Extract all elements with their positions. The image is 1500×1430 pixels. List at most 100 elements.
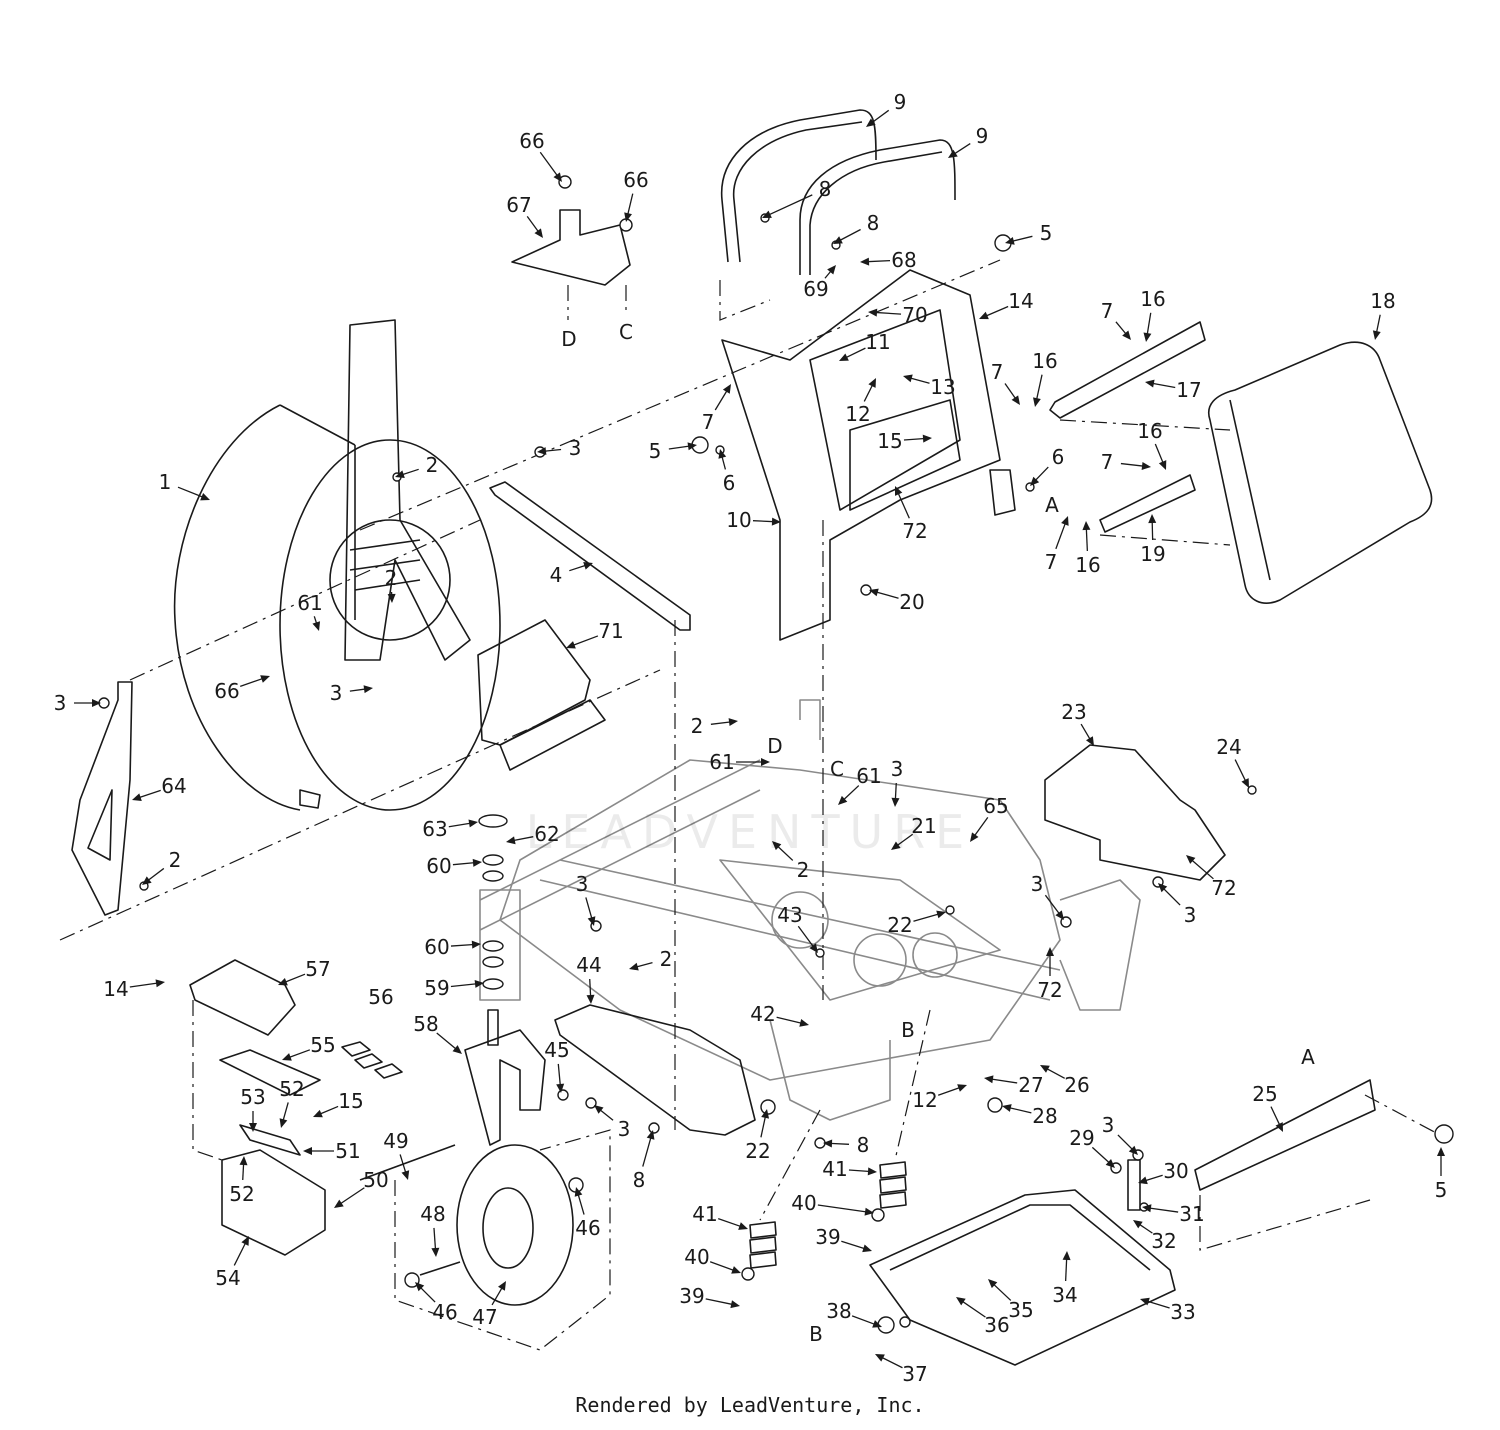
- callout-arrowhead: [866, 118, 876, 127]
- brace-plate: [71, 681, 133, 916]
- callout-number: 30: [1163, 1159, 1188, 1183]
- callout-leader: [721, 455, 727, 470]
- callout-arrowhead: [1141, 462, 1151, 470]
- callout-arrowhead: [762, 210, 772, 218]
- callout-number: 16: [1075, 553, 1100, 577]
- callout-arrowhead: [241, 1236, 249, 1246]
- callout-number: 25: [1252, 1082, 1277, 1106]
- callout-arrowhead: [1005, 236, 1015, 245]
- callout-number: 22: [887, 913, 912, 937]
- callout-number: 66: [519, 129, 544, 153]
- callout-leader: [1008, 1106, 1032, 1114]
- callout-leader: [450, 983, 478, 988]
- callout-arrowhead: [498, 1281, 506, 1291]
- callout-leader: [880, 1356, 903, 1369]
- callout-arrowhead: [722, 384, 731, 394]
- callout-leader: [953, 143, 971, 155]
- callout-arrowhead: [249, 1123, 257, 1132]
- callout-number: 50: [363, 1168, 388, 1192]
- callout-number: 14: [103, 977, 128, 1001]
- callout-number: 38: [826, 1299, 851, 1323]
- callout-leader: [903, 437, 926, 441]
- callout-leader: [147, 867, 165, 882]
- callout-arrowhead: [823, 1139, 833, 1148]
- callout-arrowhead: [833, 236, 843, 244]
- callout-arrowhead: [799, 1019, 809, 1027]
- callout-number: 16: [1140, 287, 1165, 311]
- callout-number: 20: [899, 590, 924, 614]
- callout-arrowhead: [395, 470, 405, 479]
- callout-leader: [1138, 1223, 1153, 1234]
- callout-number: 7: [1101, 450, 1114, 474]
- callout-number: 60: [426, 854, 451, 878]
- callout-number: 35: [1008, 1298, 1033, 1322]
- callout-leader: [992, 1283, 1012, 1301]
- callout-number: B: [901, 1018, 915, 1042]
- callout-leader: [1270, 1106, 1281, 1126]
- callout-number: 64: [161, 774, 186, 798]
- callout-number: 9: [976, 124, 989, 148]
- callout-number: 60: [424, 935, 449, 959]
- callout-number: 13: [930, 375, 955, 399]
- callout-leader: [776, 1016, 803, 1025]
- callout-arrowhead: [772, 841, 782, 851]
- callout-arrowhead: [155, 979, 165, 988]
- callout-leader: [626, 193, 634, 216]
- callout-arrowhead: [1138, 1176, 1148, 1185]
- callout-leader: [399, 1154, 407, 1174]
- callout-number: 19: [1140, 542, 1165, 566]
- callout-number: 68: [891, 248, 916, 272]
- callout-arrowhead: [1148, 514, 1157, 524]
- callout-number: 61: [709, 750, 734, 774]
- callout-leader: [1151, 382, 1176, 389]
- callout-arrowhead: [506, 836, 516, 845]
- callout-arrowhead: [1275, 1122, 1283, 1132]
- callout-leader: [599, 1108, 614, 1121]
- callout-number: 44: [576, 953, 601, 977]
- callout-number: 10: [726, 508, 751, 532]
- callout-arrowhead: [988, 1279, 998, 1289]
- callout-leader: [585, 897, 593, 920]
- callout-number: 52: [229, 1182, 254, 1206]
- callout-number: 12: [845, 402, 870, 426]
- callout-arrowhead: [922, 434, 932, 443]
- callout-arrowhead: [312, 621, 321, 631]
- callout-number: 58: [413, 1012, 438, 1036]
- callout-number: 27: [1018, 1073, 1043, 1097]
- callout-number: 9: [894, 90, 907, 114]
- callout-number: 36: [984, 1313, 1009, 1337]
- callout-number: 7: [1101, 299, 1114, 323]
- callout-arrowhead: [1145, 379, 1155, 388]
- callout-arrowhead: [334, 1199, 344, 1208]
- callout-arrowhead: [474, 979, 484, 988]
- callout-leader: [1044, 894, 1061, 915]
- callout-leader: [1190, 859, 1214, 880]
- callout-leader: [1045, 1067, 1065, 1079]
- seat-rails: [1049, 321, 1206, 533]
- callout-arrowhead: [868, 308, 878, 317]
- callout-arrowhead: [839, 353, 849, 361]
- callout-arrowhead: [1030, 476, 1040, 486]
- callout-arrowhead: [1105, 1158, 1115, 1168]
- callout-arrowhead: [586, 994, 595, 1004]
- callout-number: 15: [877, 429, 902, 453]
- callout-leader: [937, 1086, 961, 1096]
- callout-number: 37: [902, 1362, 927, 1386]
- callout-leader: [433, 1227, 437, 1251]
- callout-leader: [710, 721, 732, 725]
- callout-arrowhead: [303, 1147, 312, 1155]
- callout-arrowhead: [872, 1320, 882, 1328]
- callout-arrowhead: [260, 675, 270, 683]
- callout-number: 3: [54, 691, 67, 715]
- caster-wheel: [359, 1144, 574, 1306]
- callout-number: 8: [819, 177, 832, 201]
- callout-leader: [448, 822, 472, 828]
- callout-arrowhead: [979, 311, 989, 320]
- callout-number: 67: [506, 193, 531, 217]
- callout-leader: [284, 973, 306, 984]
- callout-leader: [668, 445, 691, 450]
- callout-number: 2: [385, 566, 398, 590]
- callout-leader: [1034, 466, 1049, 482]
- callout-arrowhead: [1158, 883, 1168, 893]
